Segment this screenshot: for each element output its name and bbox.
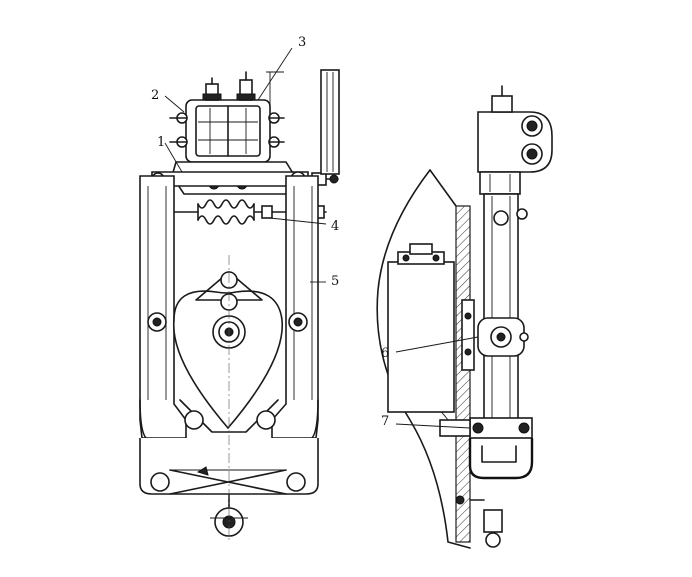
- side-bottom-bracket: [439, 417, 534, 548]
- callout-5: 5: [331, 274, 339, 289]
- callout-3: 3: [298, 35, 306, 50]
- side-magnet: [477, 85, 553, 195]
- callout-leaders: [164, 47, 479, 429]
- side-arm: [477, 193, 529, 421]
- callout-2: 2: [151, 88, 159, 103]
- left-brake-arm: [139, 175, 187, 439]
- callout-7: 7: [381, 414, 389, 429]
- brake-wheel: [172, 271, 284, 433]
- callout-4: 4: [331, 219, 339, 234]
- side-motor: [387, 243, 455, 413]
- right-brake-arm: [271, 175, 319, 439]
- callout-6: 6: [381, 346, 389, 361]
- release-rod: [266, 69, 340, 175]
- front-view: [139, 69, 340, 540]
- side-view: [376, 85, 553, 549]
- callout-1: 1: [157, 135, 165, 150]
- side-mounting-plate: [455, 205, 475, 543]
